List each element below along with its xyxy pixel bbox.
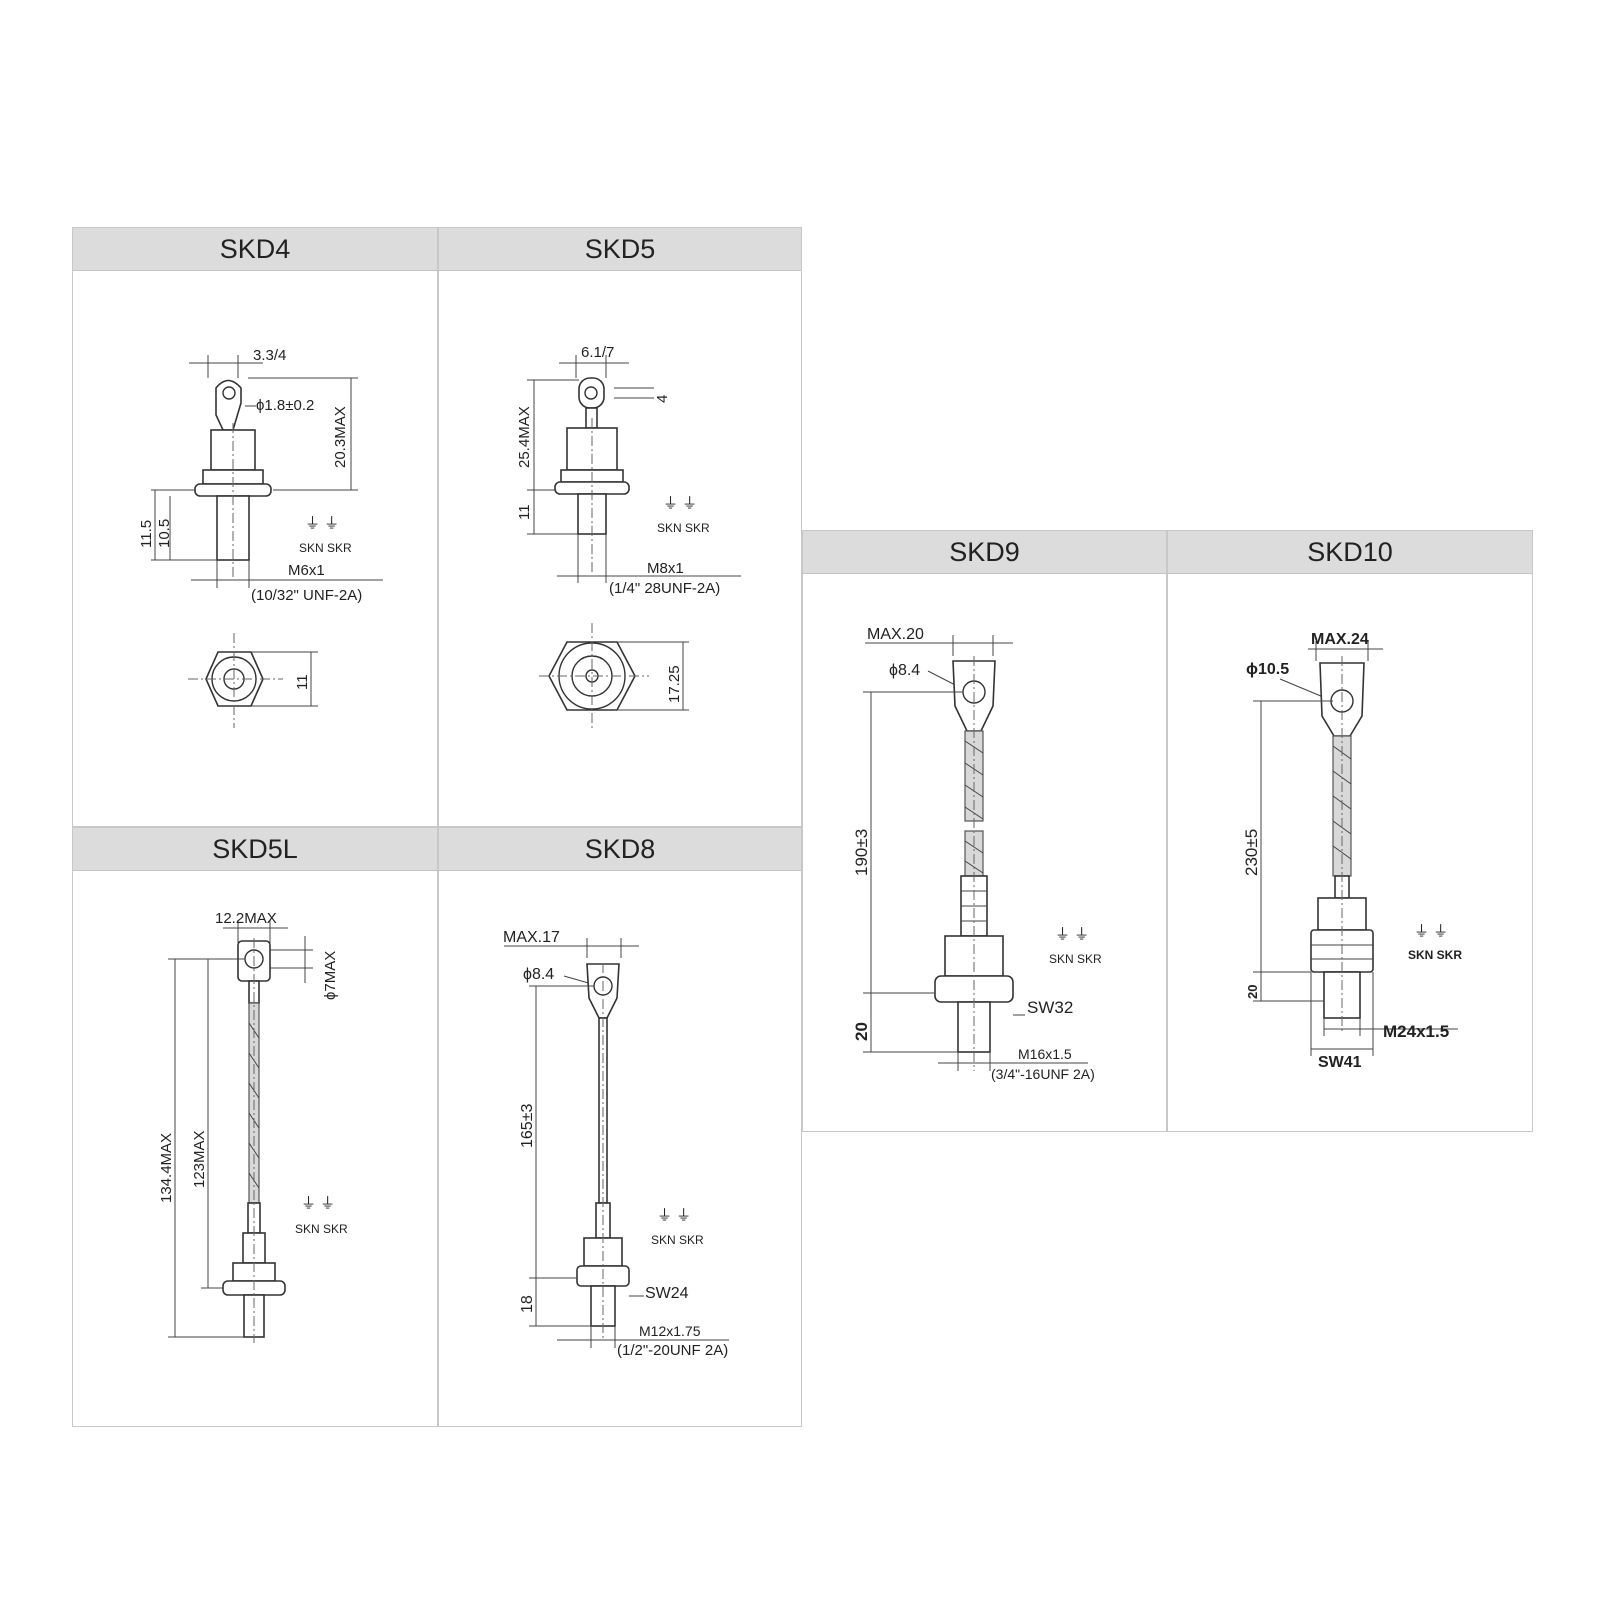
thread-label: (1/2"-20UNF 2A) xyxy=(617,1342,728,1359)
thread-label: M16x1.5 xyxy=(1018,1046,1072,1062)
dim-label: MAX.20 xyxy=(867,626,924,643)
dim-label: 20.3MAX xyxy=(332,406,349,468)
symbol-label: SKN SKR xyxy=(299,541,352,555)
dim-label: 10.5 xyxy=(156,519,173,548)
dim-label: 11 xyxy=(516,504,533,520)
diode-symbol-icon: ⏚ ⏚ xyxy=(301,1195,335,1212)
thread-label: (3/4"-16UNF 2A) xyxy=(991,1066,1095,1082)
panel-title: SKD5L xyxy=(73,828,437,871)
dim-label: MAX.24 xyxy=(1311,631,1369,648)
dim-label: ϕ10.5 xyxy=(1246,661,1289,678)
dim-label: 134.4MAX xyxy=(158,1133,175,1203)
panel-skd9: SKD9 MAX.20 ϕ8.4 190±3 20 SW32 xyxy=(802,530,1167,1132)
dim-label: 18 xyxy=(519,1295,536,1313)
panel-title: SKD5 xyxy=(439,228,801,271)
dim-label: SW24 xyxy=(645,1285,689,1302)
symbol-label: SKN SKR xyxy=(295,1222,348,1236)
dim-label: 6.1/7 xyxy=(581,344,614,361)
drawing-skd5: 6.1/7 4 25.4MAX 11 M8x1 (1/4" 28UNF-2A) … xyxy=(516,344,741,728)
symbol-label: SKN SKR xyxy=(1049,952,1102,966)
panel-skd5: SKD5 6.1/7 4 25.4MAX 11 M8x1 (1/4" 28UNF… xyxy=(438,227,802,827)
diode-symbol-icon: ⏚ ⏚ xyxy=(1414,923,1448,940)
panel-title: SKD8 xyxy=(439,828,801,871)
dim-label: 123MAX xyxy=(191,1130,208,1188)
symbol-label: SKN SKR xyxy=(657,521,710,535)
dim-label: 25.4MAX xyxy=(516,406,533,468)
thread-label: M24x1.5 xyxy=(1383,1022,1449,1041)
panel-skd4: SKD4 3.3/4 ϕ1.8±0.2 20.3MAX 11.5 10.5 xyxy=(72,227,438,827)
dim-label: 20 xyxy=(852,1022,871,1041)
dim-label: 165±3 xyxy=(519,1104,536,1148)
dim-label: MAX.17 xyxy=(503,929,560,946)
drawing-skd4: 3.3/4 ϕ1.8±0.2 20.3MAX 11.5 10.5 M6x1 (1… xyxy=(138,347,383,728)
dim-label: SW41 xyxy=(1318,1054,1362,1071)
panel-title: SKD9 xyxy=(803,531,1166,574)
symbol-label: SKN SKR xyxy=(1408,948,1462,962)
diode-symbol-icon: ⏚ ⏚ xyxy=(663,495,697,512)
dim-label: 11 xyxy=(294,674,311,690)
thread-label: M12x1.75 xyxy=(639,1323,701,1339)
dim-label: 4 xyxy=(654,395,671,403)
panel-skd10: SKD10 MAX.24 ϕ10.5 230±5 20 xyxy=(1167,530,1533,1132)
diode-symbol-icon: ⏚ ⏚ xyxy=(305,515,339,532)
drawing-skd10: MAX.24 ϕ10.5 230±5 20 M24x1.5 SW41 xyxy=(1242,631,1462,1071)
thread-label: (10/32" UNF-2A) xyxy=(251,587,362,604)
drawing-skd5l: 12.2MAX ϕ7MAX 134.4MAX 123MAX ⏚ ⏚ SKN SK… xyxy=(158,910,348,1343)
drawing-skd9: MAX.20 ϕ8.4 190±3 20 SW32 M16x xyxy=(852,626,1102,1082)
dim-label: 12.2MAX xyxy=(215,910,277,927)
dim-label: ϕ1.8±0.2 xyxy=(256,397,314,414)
dim-label: SW32 xyxy=(1027,998,1073,1017)
dim-label: 3.3/4 xyxy=(253,347,286,364)
dim-label: 11.5 xyxy=(138,520,155,548)
dim-label: ϕ8.4 xyxy=(523,966,554,983)
dim-label: ϕ7MAX xyxy=(322,951,339,1000)
thread-label: M6x1 xyxy=(288,562,325,579)
panel-title: SKD4 xyxy=(73,228,437,271)
dim-label: 190±3 xyxy=(852,829,871,876)
thread-label: M8x1 xyxy=(647,560,684,577)
dim-label: ϕ8.4 xyxy=(889,662,920,679)
drawing-skd8: MAX.17 ϕ8.4 165±3 18 SW24 M12x1.75 (1/2"… xyxy=(503,929,729,1359)
panel-skd5l: SKD5L 12.2MAX ϕ7MAX 134.4MAX 123MAX ⏚ ⏚ xyxy=(72,827,438,1427)
symbol-label: SKN SKR xyxy=(651,1233,704,1247)
diode-symbol-icon: ⏚ ⏚ xyxy=(1055,926,1089,943)
thread-label: (1/4" 28UNF-2A) xyxy=(609,580,720,597)
panel-title: SKD10 xyxy=(1168,531,1532,574)
dim-label: 17.25 xyxy=(666,665,683,703)
dim-label: 230±5 xyxy=(1242,829,1261,876)
diode-symbol-icon: ⏚ ⏚ xyxy=(657,1207,691,1224)
dim-label: 20 xyxy=(1245,985,1260,999)
panel-skd8: SKD8 MAX.17 ϕ8.4 165±3 18 SW24 M12x1.7 xyxy=(438,827,802,1427)
